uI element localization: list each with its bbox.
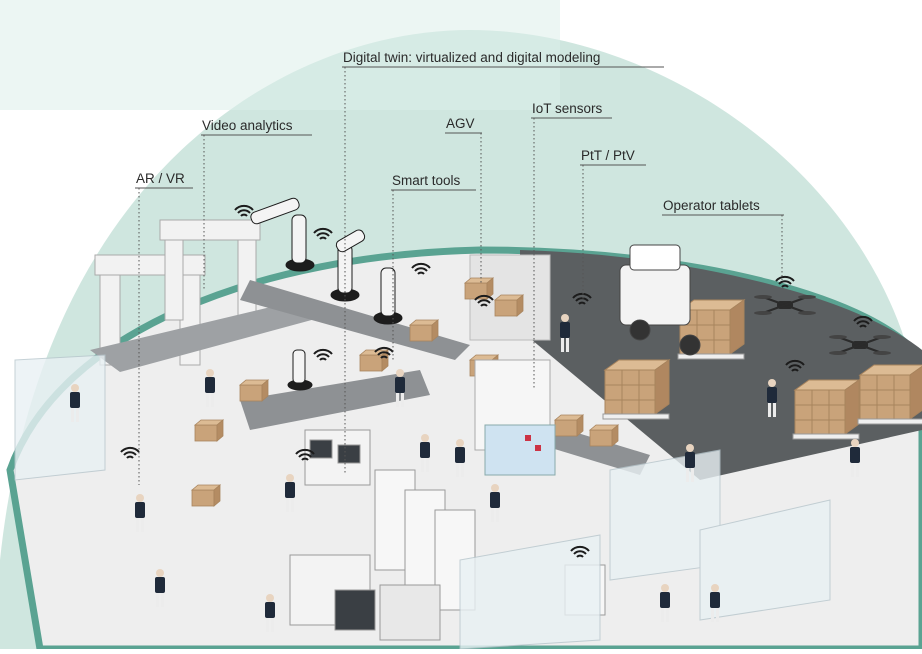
label-iot-sensors: IoT sensors bbox=[532, 101, 603, 116]
label-operator-tablets: Operator tablets bbox=[663, 198, 760, 213]
label-band bbox=[0, 0, 560, 110]
label-smart-tools: Smart tools bbox=[392, 173, 461, 188]
control-desk bbox=[304, 429, 371, 486]
robot-arm-icon bbox=[250, 197, 403, 391]
lab-equipment bbox=[289, 554, 441, 641]
forklift-icon bbox=[619, 244, 701, 356]
label-ptt-ptv: PtT / PtV bbox=[581, 148, 635, 163]
glass-partitions bbox=[14, 354, 831, 650]
label-digital-twin: Digital twin: virtualized and digital mo… bbox=[343, 50, 600, 65]
leader-lines bbox=[138, 67, 783, 485]
label-ar-vr: AR / VR bbox=[136, 171, 185, 186]
label-agv: AGV bbox=[446, 116, 475, 131]
label-video-analytics: Video analytics bbox=[202, 118, 293, 133]
label-underlines bbox=[135, 66, 784, 216]
digital-display bbox=[474, 359, 556, 476]
